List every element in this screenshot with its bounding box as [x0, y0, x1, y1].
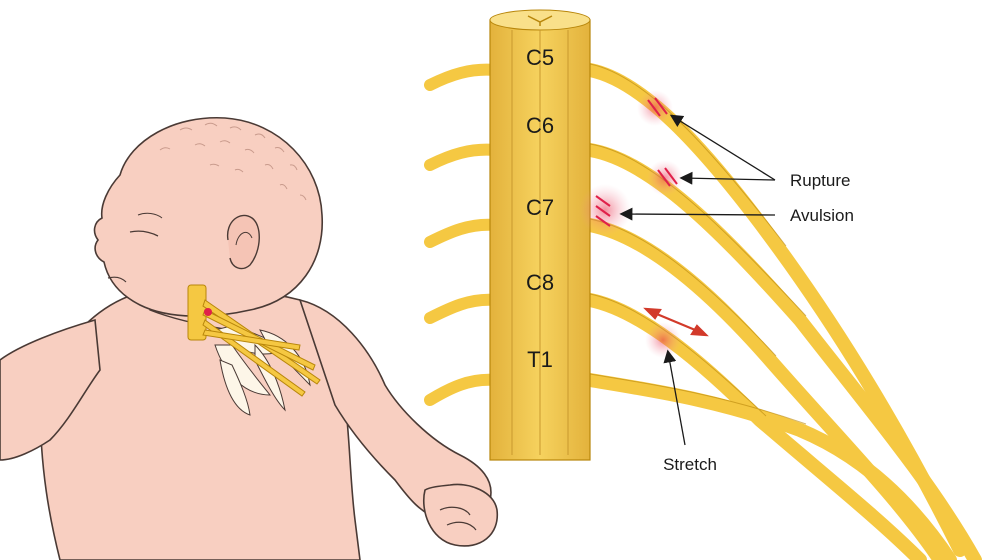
spinal-cord-top: [490, 10, 590, 30]
spinal-cord-diagram: C5 C6 C7 C8 T1: [430, 10, 975, 560]
infant-head: [95, 118, 323, 316]
rupture-label: Rupture: [790, 171, 850, 190]
avulsion-label: Avulsion: [790, 206, 854, 225]
infant-fist: [424, 484, 498, 545]
infant-injury-spot: [204, 308, 212, 316]
segment-label-c5: C5: [526, 45, 554, 70]
infant-illustration: [0, 118, 497, 560]
segment-label-t1: T1: [527, 347, 553, 372]
segment-label-c7: C7: [526, 195, 554, 220]
stretch-label: Stretch: [663, 455, 717, 474]
avulsion-site-c7: [579, 184, 631, 236]
segment-label-c8: C8: [526, 270, 554, 295]
segment-label-c6: C6: [526, 113, 554, 138]
stretch-site-c8: [645, 322, 681, 358]
